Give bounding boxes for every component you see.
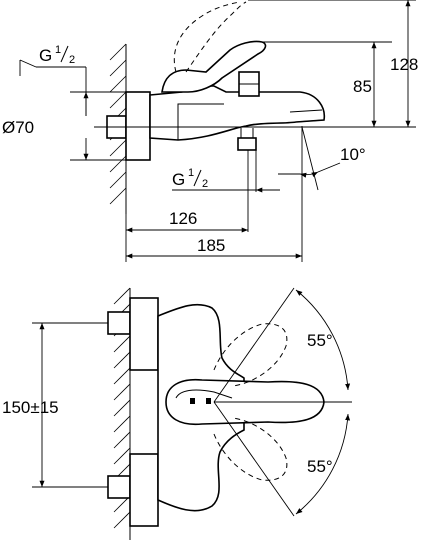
dim-150-label: 150±15 xyxy=(2,398,59,417)
front-view: 55° 55° 150±15 xyxy=(2,287,352,540)
shower-outlet xyxy=(237,128,257,151)
diameter-dimension: Ø70 xyxy=(2,91,126,161)
thread-top-num: 1 xyxy=(55,44,61,56)
thread-top-prefix: G xyxy=(39,46,52,65)
dim-185: 185 xyxy=(126,236,302,259)
thread-top-den: 2 xyxy=(69,54,75,66)
dim-128: 128 xyxy=(390,0,418,127)
angle-bottom-label: 55° xyxy=(307,457,333,476)
handle-rotated-dashed xyxy=(213,323,288,481)
wall-connector xyxy=(106,91,151,161)
angle-10-dimension: 10° xyxy=(278,145,366,178)
dim-85-label: 85 xyxy=(353,77,372,96)
rotation-angle-guides: 55° 55° xyxy=(213,287,352,517)
thread-bottom-prefix: G xyxy=(172,170,185,189)
thread-bottom-den: 2 xyxy=(202,178,208,190)
thread-bottom-num: 1 xyxy=(188,167,194,179)
lever-handle-raised xyxy=(173,1,247,73)
thread-bottom-callout: G 1 2 xyxy=(172,167,280,193)
dim-126: 126 xyxy=(126,209,248,233)
connectors-front xyxy=(107,297,159,527)
dim-126-label: 126 xyxy=(169,209,197,228)
side-view: G 1 2 Ø70 G 1 2 10° xyxy=(2,0,418,262)
diameter-label: Ø70 xyxy=(2,118,34,137)
dim-85: 85 xyxy=(353,42,377,127)
dim-128-label: 128 xyxy=(390,55,418,74)
mixer-body-side xyxy=(149,85,326,141)
thread-top-callout: G 1 2 xyxy=(19,44,87,116)
dim-185-label: 185 xyxy=(197,236,225,255)
diverter-knob xyxy=(238,71,260,97)
extension-lines xyxy=(125,0,416,262)
angle-10-label: 10° xyxy=(340,145,366,164)
angle-top-label: 55° xyxy=(307,331,333,350)
dim-150: 150±15 xyxy=(2,322,108,488)
